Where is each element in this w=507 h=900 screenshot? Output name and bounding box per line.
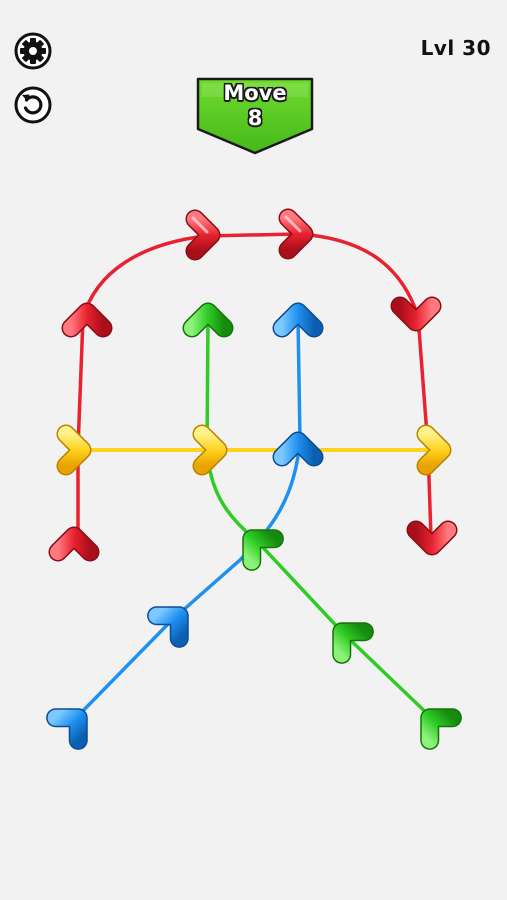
restart-button[interactable] [14, 86, 52, 124]
yellow-arrow-right-1[interactable] [56, 424, 92, 476]
yellow-arrow-right-3[interactable] [416, 424, 452, 476]
settings-button[interactable] [14, 32, 52, 70]
blue-rope [70, 316, 302, 724]
move-count: 8 [247, 106, 263, 130]
red-arrow-up-left-tail[interactable] [48, 526, 100, 562]
green-arrow-up-left-3[interactable] [418, 706, 462, 750]
green-rope [205, 316, 438, 724]
level-indicator: Lvl 30 [420, 36, 491, 60]
blue-arrow-up-right-1[interactable] [147, 604, 191, 648]
green-arrow-up[interactable] [182, 302, 234, 338]
red-arrow-down-top-right[interactable] [390, 296, 442, 332]
blue-arrow-up-mid[interactable] [272, 431, 324, 467]
move-label: Move [223, 81, 287, 105]
yellow-arrow-right-2[interactable] [192, 424, 228, 476]
blue-arrow-up[interactable] [272, 302, 324, 338]
green-arrow-up-left-2[interactable] [330, 620, 374, 664]
red-arrow-right-1[interactable] [185, 209, 221, 261]
red-rope [76, 232, 433, 542]
green-arrow-up-left-1[interactable] [240, 527, 284, 571]
blue-arrow-up-right-2[interactable] [46, 706, 90, 750]
red-arrow-right-2[interactable] [278, 208, 314, 260]
gear-icon [14, 32, 52, 70]
move-counter-banner: Move 8 [196, 77, 314, 155]
restart-icon [14, 86, 52, 124]
red-arrow-down-right-tail[interactable] [406, 520, 458, 556]
red-arrow-up[interactable] [61, 302, 113, 338]
